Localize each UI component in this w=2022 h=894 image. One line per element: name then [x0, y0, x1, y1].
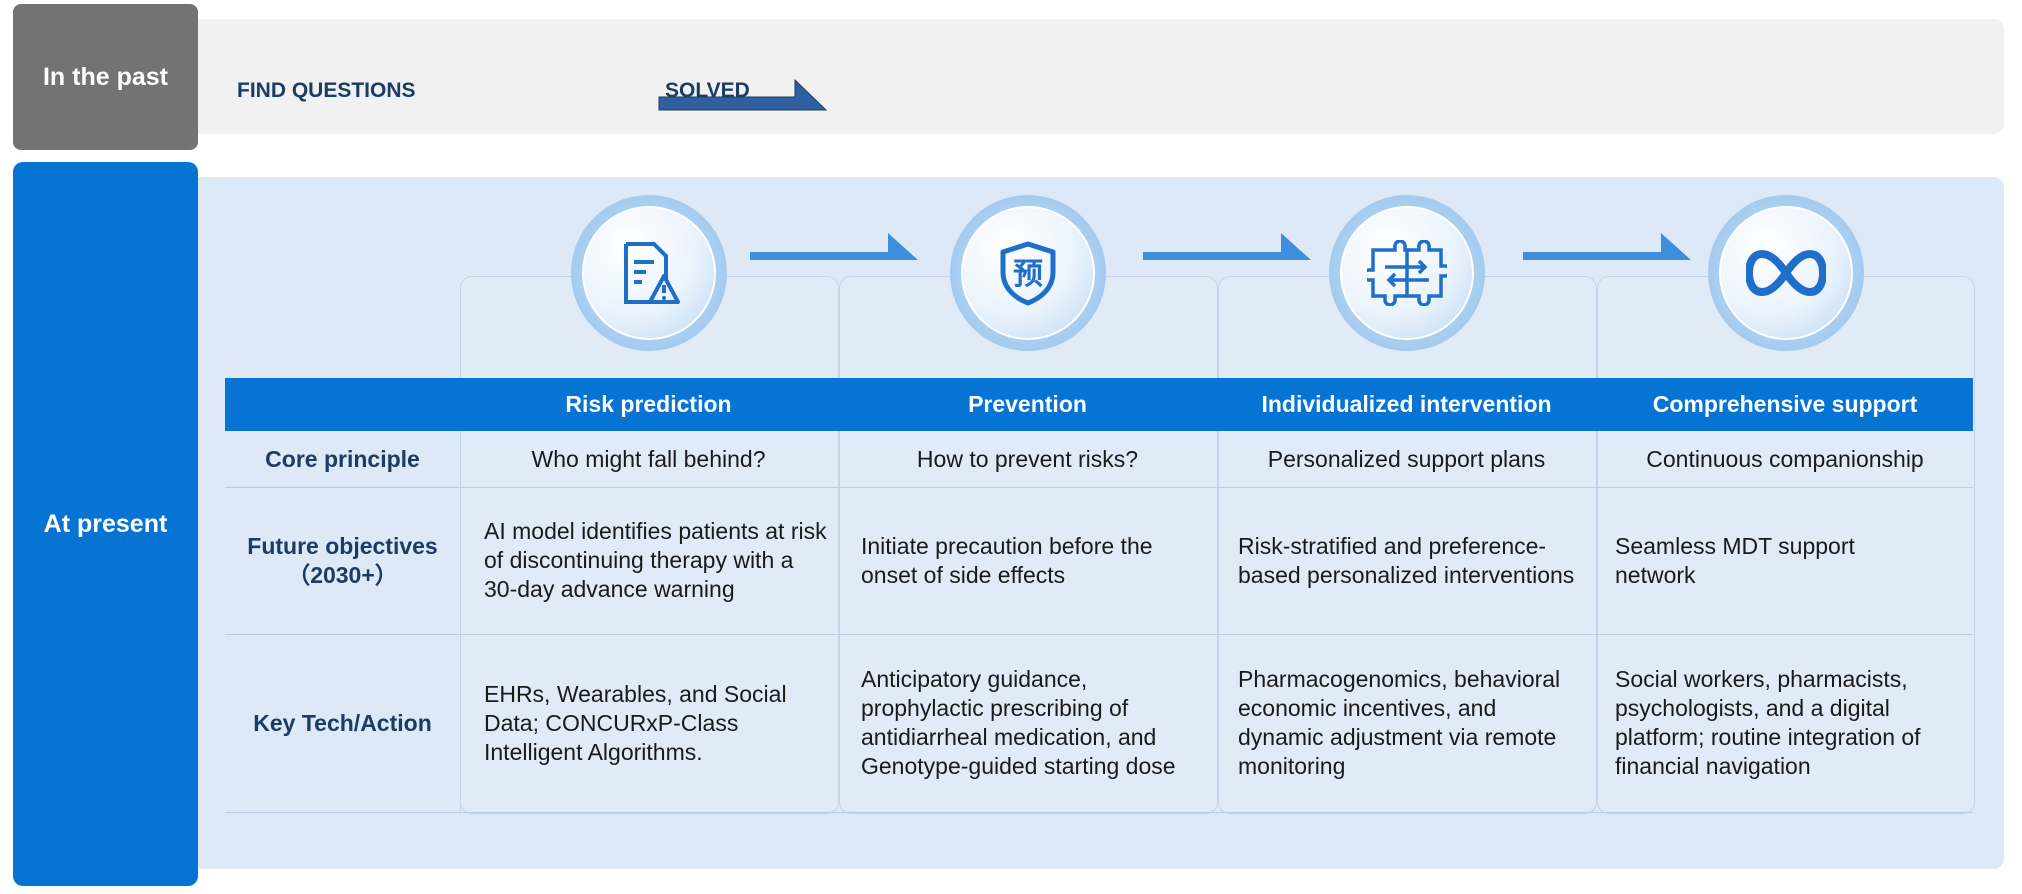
past-arrow-icon: [658, 79, 828, 111]
past-step-solved: SOLVED: [665, 79, 750, 102]
puzzle-arrows-icon: [1367, 240, 1447, 306]
stage-icon-risk-prediction: [571, 195, 727, 351]
flow-arrow-icon: [1143, 233, 1311, 260]
present-label: At present: [13, 162, 198, 886]
shield-glyph: 预: [1013, 257, 1043, 292]
stage-box-risk-prediction: [460, 276, 839, 814]
cell-future-risk: AI model identifies patients at risk of …: [484, 518, 827, 602]
stage-box-prevention: [839, 276, 1218, 814]
row-label-future-objectives: Future objectives（2030+）: [247, 532, 438, 588]
cell-tech-risk: EHRs, Wearables, and Social Data; CONCUR…: [484, 680, 787, 765]
cell-core-risk: Who might fall behind?: [531, 445, 766, 472]
stage-icon-prevention: 预: [950, 195, 1106, 351]
present-label-text: At present: [43, 509, 168, 538]
column-divider: [460, 431, 461, 812]
row-divider: [225, 487, 1973, 488]
flow-arrow-icon: [750, 233, 918, 260]
row-divider: [225, 812, 1973, 813]
stage-header-bar: [225, 378, 1973, 431]
document-warning-icon: [624, 242, 680, 304]
flow-arrow-icon: [1523, 233, 1691, 260]
shield-icon: 预: [1000, 241, 1056, 306]
stage-title-risk-prediction: Risk prediction: [565, 391, 732, 417]
cell-tech-intervention: Pharmacogenomics, behavioral economic in…: [1238, 666, 1561, 779]
row-divider: [225, 634, 1973, 635]
cell-tech-support: Social workers, pharmacists, psychologis…: [1615, 666, 1921, 779]
past-panel: FIND QUESTIONS SOLVED: [198, 19, 2004, 134]
cell-future-support: Seamless MDT support network: [1615, 532, 1855, 588]
row-label-core-principle: Core principle: [265, 445, 420, 472]
past-label: In the past: [13, 4, 198, 150]
past-step-find-questions: FIND QUESTIONS: [237, 79, 416, 102]
cell-core-prevention: How to prevent risks?: [916, 445, 1139, 472]
stage-icon-support: [1708, 195, 1864, 351]
past-label-text: In the past: [42, 62, 168, 91]
cell-core-support: Continuous companionship: [1646, 445, 1924, 472]
cell-future-intervention: Risk-stratified and preference-based per…: [1238, 532, 1575, 588]
stage-icon-intervention: [1329, 195, 1485, 351]
stage-title-support: Comprehensive support: [1652, 391, 1918, 417]
stage-title-prevention: Prevention: [968, 391, 1087, 417]
stage-box-intervention: [1218, 276, 1597, 814]
infinity-icon: [1746, 249, 1826, 297]
stage-title-intervention: Individualized intervention: [1261, 391, 1552, 417]
cell-core-intervention: Personalized support plans: [1267, 445, 1546, 472]
stage-box-support: [1597, 276, 1975, 814]
row-label-key-tech: Key Tech/Action: [253, 709, 432, 736]
cell-future-prevention: Initiate precaution before the onset of …: [861, 532, 1153, 588]
cell-tech-prevention: Anticipatory guidance, prophylactic pres…: [861, 666, 1176, 779]
